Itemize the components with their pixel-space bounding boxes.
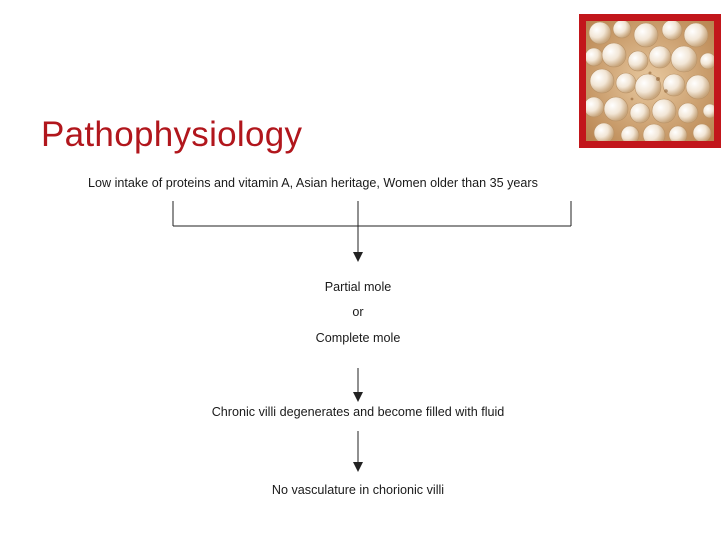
complete-mole-text: Complete mole <box>315 331 401 345</box>
arrowhead-2 <box>353 392 363 402</box>
villi-degenerate-text: Chronic villi degenerates and become fil… <box>211 405 505 419</box>
or-text: or <box>352 305 364 319</box>
risk-factors-text: Low intake of proteins and vitamin A, As… <box>88 176 538 190</box>
page-title: Pathophysiology <box>41 115 303 154</box>
arrowhead-1 <box>353 252 363 262</box>
partial-mole-text: Partial mole <box>324 280 392 294</box>
photo-frame <box>579 14 721 148</box>
vesicles-photo-icon <box>586 21 714 141</box>
arrowhead-3 <box>353 462 363 472</box>
no-vasculature-text: No vasculature in chorionic villi <box>271 483 445 497</box>
